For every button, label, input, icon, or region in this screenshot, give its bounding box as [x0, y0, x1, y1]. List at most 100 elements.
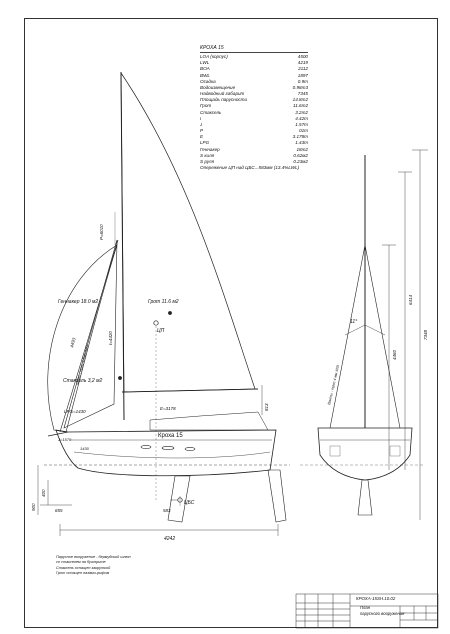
hull-side — [55, 429, 277, 477]
boom — [121, 388, 259, 393]
jib-label: Стаксель 3,2 м2 — [63, 378, 103, 384]
spec-row-value: 3.2m2 — [295, 109, 308, 115]
spec-row-value: 7345 — [297, 91, 308, 97]
spec-row-label: BOA — [200, 66, 210, 72]
note-line: Грот оснащен лазами-рифом — [56, 571, 110, 576]
mainsail-label: Грот 11.6 м2 — [148, 299, 179, 305]
keel — [167, 475, 191, 523]
spec-row: E 3.178m — [200, 134, 308, 140]
spec-row: LOA (корпус) 4500 — [200, 54, 308, 60]
spec-row-value: 18m2 — [296, 146, 309, 152]
spec-row-value: 4219 — [297, 60, 308, 66]
mainsail-outline — [120, 71, 256, 393]
dim-4460: 4460 — [392, 349, 397, 360]
note-line: Парусное вооружение - бермудский шлюп — [56, 555, 131, 559]
spec-row-value: 4.42m — [295, 115, 308, 121]
dim-583: 583 — [163, 508, 171, 513]
dim-400: 400 — [41, 489, 46, 497]
cabin — [149, 411, 269, 431]
spec-row: S киля 0.62м2 — [200, 153, 308, 159]
drawing-code: КРОХА-15SH.10.02 — [356, 596, 396, 601]
spec-row-label: Стаксель — [200, 109, 222, 115]
mast-i-dim: I=4420 — [108, 331, 113, 345]
spec-row: Водоизмещение 0.98m3 — [200, 85, 308, 91]
spec-row-value: 1.57m — [295, 121, 308, 127]
mast-p-dim: P=6010 — [99, 224, 104, 240]
spec-row-label: BWL — [200, 72, 210, 78]
note-line: Стаксель оснащен закруткой — [56, 565, 111, 570]
hull-front — [317, 427, 413, 481]
rig-notes: Парусное вооружение - бермудский шлюп со… — [56, 555, 156, 577]
spec-row: Геннакер 18m2 — [200, 147, 308, 153]
jib-centroid — [118, 376, 122, 380]
luff-dim: 4493 — [69, 337, 77, 348]
dim-6414: 6414 — [408, 294, 413, 305]
jib-outline — [63, 239, 118, 429]
spec-row: I 4.42m — [200, 116, 308, 122]
drawing-subname: парусного вооружения — [360, 611, 405, 616]
note-line: со стакселем на бушприте — [56, 560, 106, 565]
drawing-name: План — [360, 605, 371, 610]
lpg-dim: LPG=1430 — [64, 409, 86, 414]
spec-row-label: I — [200, 115, 202, 121]
forestay — [59, 239, 119, 433]
shroud-right — [364, 244, 401, 429]
spec-row-label: P — [200, 128, 204, 134]
spec-row-value: 0.98m3 — [292, 84, 308, 90]
spec-row: Надводный габарит 7345 — [200, 91, 308, 97]
dim-900: 900 — [31, 503, 36, 511]
spec-row: LWL 4219 — [200, 60, 308, 66]
spec-row-label: E — [200, 134, 204, 140]
spec-row-label: Осадка — [200, 78, 216, 84]
rudder — [267, 469, 287, 523]
boat-name: Кроха 15 — [158, 433, 183, 439]
cp-marker — [153, 320, 159, 326]
spec-row-label: J — [200, 121, 203, 127]
mast — [120, 71, 125, 421]
keel-front — [357, 479, 373, 516]
dim-7348: 7348 — [423, 329, 428, 340]
e-dim: E=3178 — [160, 406, 176, 411]
spec-title: КРОХА 15 — [200, 45, 308, 54]
spec-row-value: 14.8m2 — [292, 97, 308, 103]
dim-4242: 4242 — [164, 536, 175, 542]
spec-row-label: Площадь парусности — [200, 97, 248, 103]
spec-row-label: LPG — [200, 140, 210, 146]
spec-row-label: Водоизмещение — [200, 84, 236, 90]
spec-row-value: 3.178m — [292, 134, 308, 140]
angle-label: 11° — [350, 319, 357, 325]
spec-row-value: 01m — [299, 128, 308, 134]
spec-row-label: S руля — [200, 158, 215, 164]
dim-655: 655 — [55, 508, 63, 513]
title-block: КРОХА-15SH.10.02 План парусного вооружен… — [296, 594, 438, 628]
spec-row-label: Геннакер — [200, 146, 220, 152]
dim-813: 813 — [264, 403, 269, 411]
spec-footer: Опережение ЦП над ЦБС...583мм (13.4%LWL) — [200, 164, 300, 170]
spec-row: Стаксель 3.2m2 — [200, 110, 308, 116]
spec-row-value: 0.62м2 — [293, 152, 308, 158]
spec-row-value: 4500 — [297, 54, 308, 60]
spec-row-label: S киля — [200, 152, 215, 158]
gennaker-label: Геннакер 18.0 м2 — [58, 299, 98, 305]
gennaker-outline — [47, 244, 118, 433]
j-dim: J=1570 — [57, 437, 72, 442]
spec-row-label: Надводный габарит — [200, 91, 245, 97]
spec-row-label: LWL — [200, 60, 210, 66]
mainsail-centroid — [168, 311, 172, 315]
clr-label: ЦБС — [184, 500, 195, 506]
spec-row-label: LOA (корпус) — [200, 54, 228, 60]
porthole — [140, 445, 152, 449]
dim-1430: 1430 — [80, 446, 90, 451]
porthole — [161, 446, 175, 450]
spec-row-value: 1.43m — [295, 140, 308, 146]
cp-label: ЦП — [157, 328, 165, 334]
spec-row: LPG 1.43m — [200, 140, 308, 146]
